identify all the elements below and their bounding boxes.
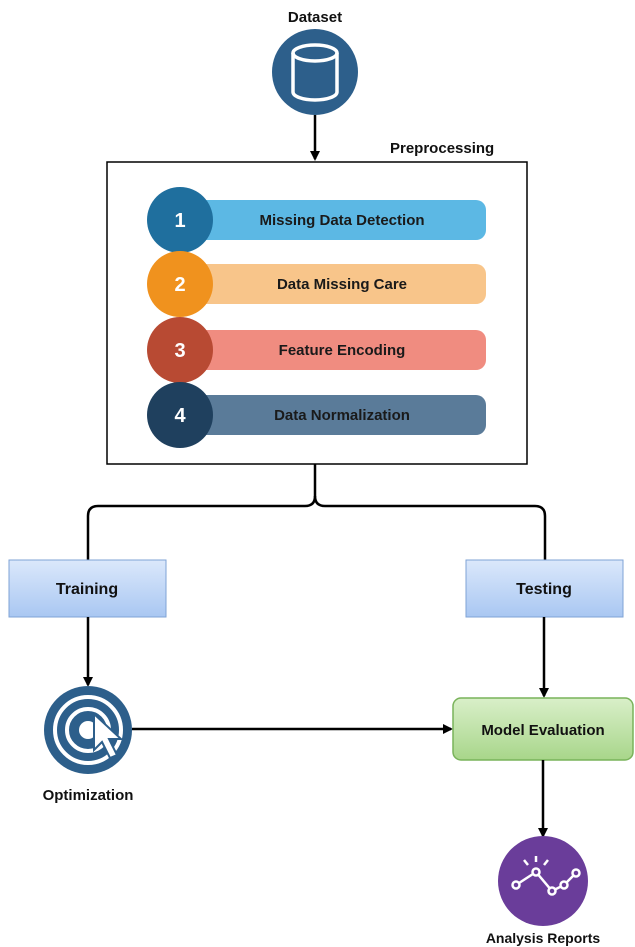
step-label: Missing Data Detection <box>259 212 424 229</box>
step-number-circle <box>147 382 213 448</box>
analytics-chart-icon <box>511 856 581 896</box>
testing-label: Testing <box>516 581 572 598</box>
preprocessing-step: 3 Feature Encoding <box>147 317 486 383</box>
database-icon <box>291 43 339 102</box>
preprocessing-steps: 1 Missing Data Detection 2 Data Missing Car… <box>147 187 486 448</box>
training-box <box>8 559 167 618</box>
preprocessing-step: 2 Data Missing Care <box>147 251 486 317</box>
step-label: Feature Encoding <box>279 342 406 359</box>
testing-node: Testing <box>465 559 624 618</box>
step-number: 1 <box>174 210 185 232</box>
step-number: 4 <box>174 405 186 427</box>
step-bar <box>172 395 486 435</box>
step-bar <box>172 264 486 304</box>
model-evaluation-node: Model Evaluation <box>452 697 634 761</box>
optimization-label: Optimization <box>43 787 134 804</box>
split-connector <box>86 464 317 560</box>
step-number-circle <box>147 251 213 317</box>
cursor-icon <box>93 711 124 760</box>
step-number-circle <box>147 317 213 383</box>
step-bar <box>172 330 486 370</box>
dataset-node <box>272 29 358 115</box>
dataset-circle <box>272 29 358 115</box>
step-number-circle <box>147 187 213 253</box>
step-number: 2 <box>174 274 185 296</box>
step-label: Data Missing Care <box>277 276 407 293</box>
analysis-reports-label: Analysis Reports <box>486 930 601 946</box>
preprocessing-label: Preprocessing <box>390 140 494 157</box>
preprocessing-step: 1 Missing Data Detection <box>147 187 486 253</box>
step-bar <box>172 200 486 240</box>
model-evaluation-label: Model Evaluation <box>481 722 604 739</box>
training-node: Training <box>8 559 167 618</box>
analysis-reports-node <box>498 836 588 926</box>
dataset-label: Dataset <box>288 9 342 26</box>
step-label: Data Normalization <box>274 407 410 424</box>
preprocessing-step: 4 Data Normalization <box>147 382 486 448</box>
split-connector-right <box>313 495 547 560</box>
optimization-node <box>44 686 132 774</box>
step-number: 3 <box>174 340 185 362</box>
training-label: Training <box>56 581 118 598</box>
